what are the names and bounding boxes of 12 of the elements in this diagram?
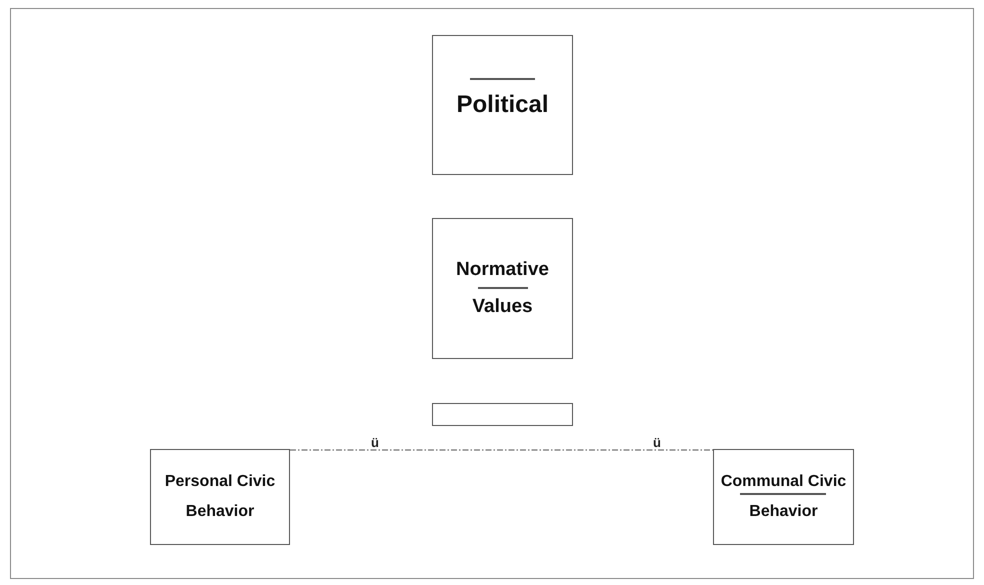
text-box [432,35,573,175]
empty-box [432,403,573,426]
box-label: Personal Civic Behavior [164,472,276,522]
text-box [432,218,573,359]
connector-line [290,449,713,451]
box-label: Political [456,90,549,120]
box-label: Communal Civic Behavior [720,472,848,522]
line-mark: ü [653,436,661,449]
text-box [713,449,854,545]
line-mark: ü [371,436,379,449]
box-label: Normative Values [455,258,550,318]
text-box [150,449,290,545]
